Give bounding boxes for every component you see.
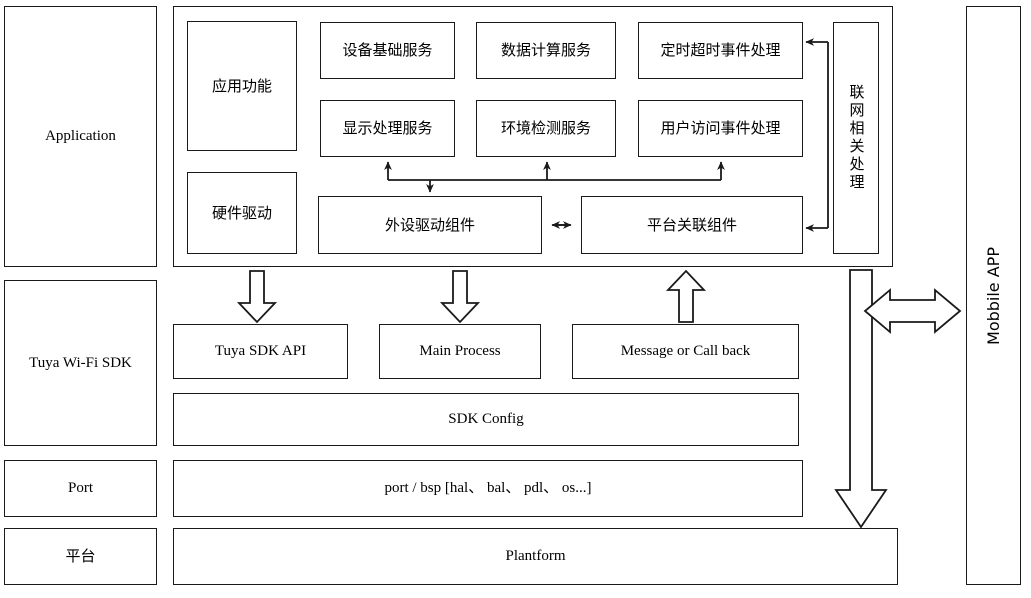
component-box-platform-related: 平台关联组件 xyxy=(581,196,803,254)
component-label-peripheral-driver: 外设驱动组件 xyxy=(384,215,475,234)
sdk-label-sdk-config: SDK Config xyxy=(448,411,524,428)
sdk-box-sdk-config: SDK Config xyxy=(173,393,799,446)
service-box-device-basic-service: 设备基础服务 xyxy=(320,22,455,79)
service-label-timer-timeout-event: 定时超时事件处理 xyxy=(660,41,781,60)
service-box-display-process-service: 显示处理服务 xyxy=(320,100,455,157)
sdk-label-message-or-callback: Message or Call back xyxy=(620,343,751,360)
layer-box-application: Application xyxy=(4,6,157,267)
group-box-hardware-driver: 硬件驱动 xyxy=(187,172,297,254)
port-box-port-bsp: port / bsp [hal、 bal、 pdl、 os...] xyxy=(173,460,803,517)
layer-box-port: Port xyxy=(4,460,157,517)
component-box-peripheral-driver: 外设驱动组件 xyxy=(318,196,542,254)
platform-label-plantform: Plantform xyxy=(505,548,566,565)
layer-label-port: Port xyxy=(67,480,93,497)
sdk-label-tuya-sdk-api: Tuya SDK API xyxy=(214,343,307,360)
service-label-display-process-service: 显示处理服务 xyxy=(342,119,433,138)
block-arrow-app-to-plantform xyxy=(834,269,888,529)
service-label-user-access-event: 用户访问事件处理 xyxy=(660,119,781,138)
layer-label-application: Application xyxy=(45,128,116,145)
external-box-mobbile-app: Mobbile APP xyxy=(966,6,1021,585)
service-box-data-compute-service: 数据计算服务 xyxy=(476,22,616,79)
group-label-hardware-driver: 硬件驱动 xyxy=(211,203,272,222)
group-label-app-function: 应用功能 xyxy=(211,76,272,95)
block-arrow-app-to-tuya-sdk-api xyxy=(236,270,278,324)
block-arrow-callback-to-app xyxy=(665,269,707,323)
component-label-network-related-process: 联网相关处理 xyxy=(847,84,866,192)
block-arrow-app-to-main-process xyxy=(439,270,481,324)
service-box-timer-timeout-event: 定时超时事件处理 xyxy=(638,22,803,79)
service-label-data-compute-service: 数据计算服务 xyxy=(500,41,591,60)
component-label-platform-related: 平台关联组件 xyxy=(646,215,737,234)
layer-box-platform: 平台 xyxy=(4,528,157,585)
sdk-box-tuya-sdk-api: Tuya SDK API xyxy=(173,324,348,379)
platform-box-plantform: Plantform xyxy=(173,528,898,585)
block-arrow-app-mobile-bidirectional xyxy=(863,288,962,334)
layer-box-tuya-wifi-sdk: Tuya Wi-Fi SDK xyxy=(4,280,157,446)
sdk-label-main-process: Main Process xyxy=(419,343,501,360)
port-label-port-bsp: port / bsp [hal、 bal、 pdl、 os...] xyxy=(384,480,592,497)
sdk-box-main-process: Main Process xyxy=(379,324,541,379)
external-label-mobbile-app: Mobbile APP xyxy=(983,246,1003,345)
layer-label-tuya-wifi-sdk: Tuya Wi-Fi SDK xyxy=(29,354,132,371)
service-label-environment-detect-service: 环境检测服务 xyxy=(500,119,591,138)
service-box-user-access-event: 用户访问事件处理 xyxy=(638,100,803,157)
component-box-network-related-process: 联网相关处理 xyxy=(833,22,879,254)
service-label-device-basic-service: 设备基础服务 xyxy=(342,41,433,60)
service-box-environment-detect-service: 环境检测服务 xyxy=(476,100,616,157)
group-box-app-function: 应用功能 xyxy=(187,21,297,151)
layer-label-platform: 平台 xyxy=(65,547,96,566)
sdk-box-message-or-callback: Message or Call back xyxy=(572,324,799,379)
